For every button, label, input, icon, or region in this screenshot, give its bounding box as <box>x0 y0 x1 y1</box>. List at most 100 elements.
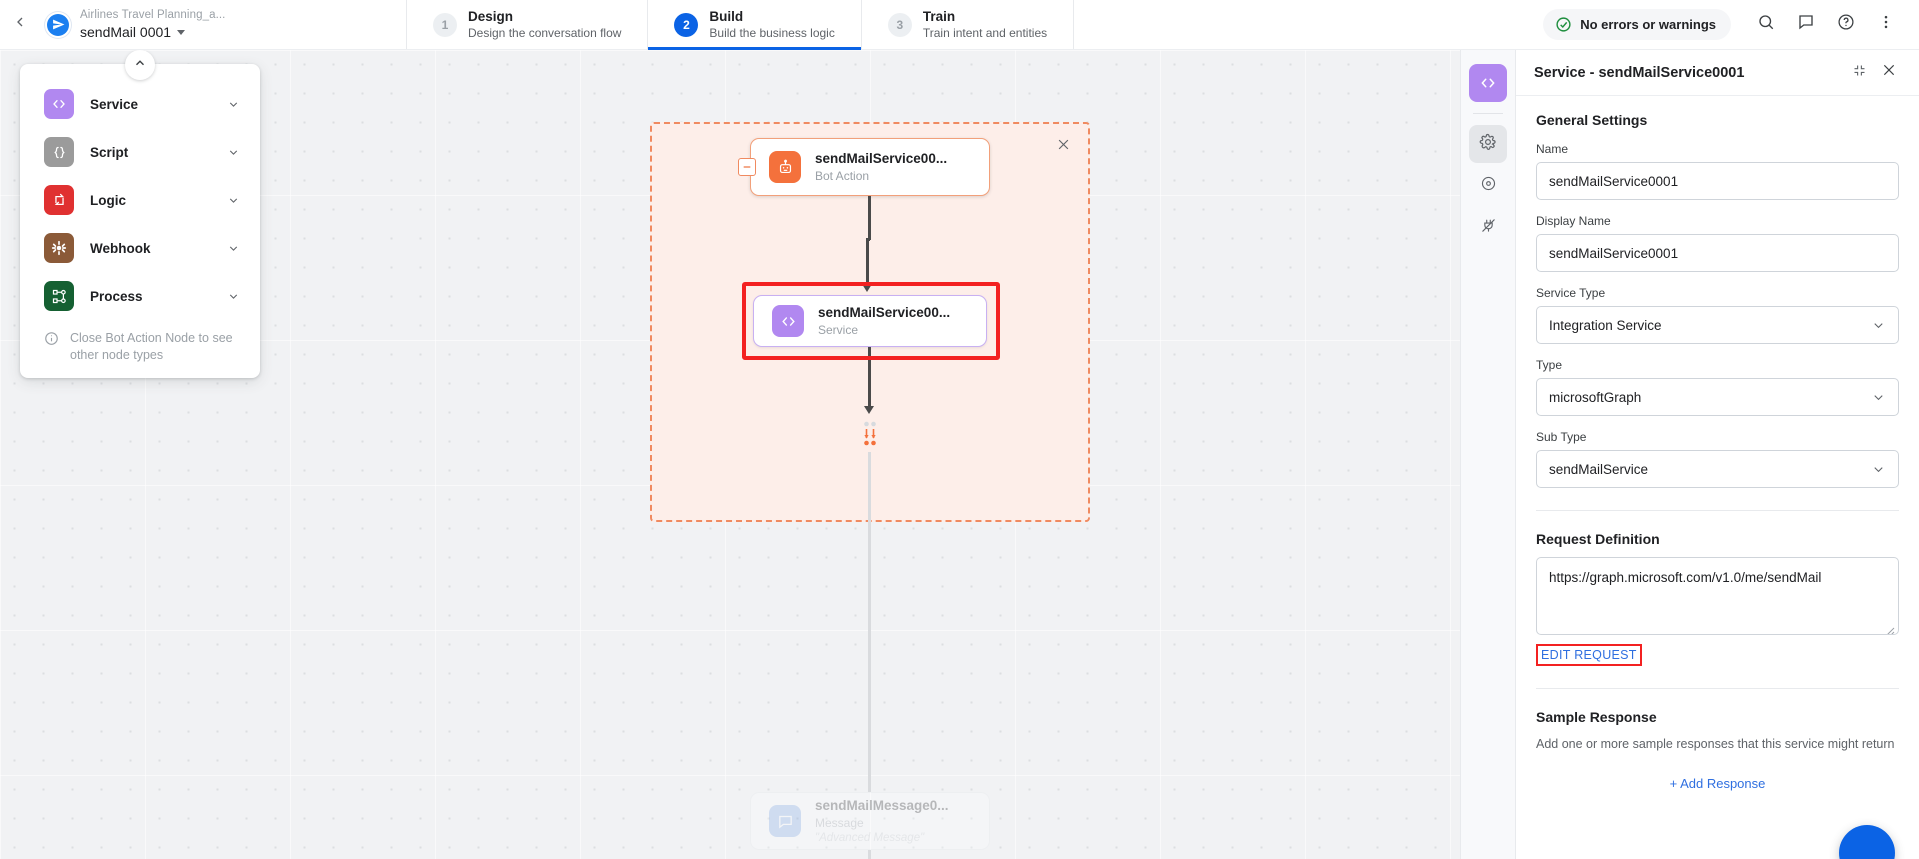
palette-item-logic[interactable]: Logic <box>20 176 260 224</box>
node-type-palette: Service Script <box>20 50 260 378</box>
palette-item-service[interactable]: Service <box>20 80 260 128</box>
sub-type-select[interactable]: sendMailService <box>1536 450 1899 488</box>
breadcrumb: Airlines Travel Planning_a... sendMail 0… <box>76 0 306 49</box>
connection-tab[interactable] <box>1469 209 1507 247</box>
step-number: 2 <box>674 12 699 37</box>
flow-node-bot-action[interactable]: sendMailService00... Bot Action <box>738 138 990 196</box>
flow-name-label: sendMail 0001 <box>80 24 172 40</box>
help-button[interactable] <box>1827 6 1865 44</box>
close-panel-button[interactable] <box>1874 58 1904 88</box>
palette-item-process[interactable]: Process <box>20 272 260 320</box>
edit-request-button[interactable]: EDIT REQUEST <box>1536 644 1642 666</box>
name-input[interactable]: sendMailService0001 <box>1536 162 1899 200</box>
connector-segment <box>866 238 870 241</box>
panel-header: Service - sendMailService0001 <box>1516 50 1919 96</box>
node-quote: "Advanced Message" <box>815 831 925 844</box>
flow-name-dropdown[interactable]: sendMail 0001 <box>80 23 306 41</box>
settings-tab[interactable] <box>1469 125 1507 163</box>
node-title: sendMailService00... <box>815 151 948 166</box>
palette-item-label: Process <box>90 288 143 304</box>
field-sub-type: Sub Type sendMailService <box>1536 430 1899 488</box>
more-vertical-icon <box>1877 13 1895 36</box>
request-definition-textarea[interactable]: https://graph.microsoft.com/v1.0/me/send… <box>1536 557 1899 635</box>
collapse-palette-button[interactable] <box>125 50 155 80</box>
back-button[interactable] <box>0 0 40 49</box>
rail-divider <box>1473 113 1503 114</box>
connector-segment <box>868 452 871 792</box>
chevron-down-icon[interactable] <box>227 242 240 255</box>
request-definition-value: https://graph.microsoft.com/v1.0/me/send… <box>1549 570 1822 585</box>
step-number: 3 <box>887 12 912 37</box>
display-name-input[interactable]: sendMailService0001 <box>1536 234 1899 272</box>
step-number: 1 <box>433 12 457 37</box>
close-group-button[interactable] <box>1052 136 1074 158</box>
service-node-icon[interactable] <box>1469 64 1507 102</box>
sample-response-hint: Add one or more sample responses that th… <box>1536 737 1895 751</box>
add-node-stub[interactable] <box>857 420 883 453</box>
tab-build[interactable]: 2 Build Build the business logic <box>647 0 862 50</box>
field-display-name: Display Name sendMailService0001 <box>1536 214 1899 272</box>
tab-design[interactable]: 1 Design Design the conversation flow <box>406 0 647 49</box>
node-subtitle: Service <box>818 323 859 337</box>
palette-item-webhook[interactable]: Webhook <box>20 224 260 272</box>
collapse-node-button[interactable] <box>738 158 756 176</box>
palette-item-label: Logic <box>90 192 126 208</box>
collapse-panel-button[interactable] <box>1844 58 1874 88</box>
connector-segment <box>866 240 869 286</box>
chevron-down-icon[interactable] <box>227 194 240 207</box>
section-divider <box>1536 688 1899 689</box>
code-icon <box>44 89 74 119</box>
palette-hint-text: Close Bot Action Node to see other node … <box>70 331 233 362</box>
field-service-type: Service Type Integration Service <box>1536 286 1899 344</box>
node-title: sendMailMessage0... <box>815 797 949 813</box>
debug-tab[interactable] <box>1469 167 1507 205</box>
panel-icon-rail <box>1460 50 1515 859</box>
more-options-button[interactable] <box>1867 6 1905 44</box>
field-name: Name sendMailService0001 <box>1536 142 1899 200</box>
properties-panel: Service - sendMailService0001 General Se… <box>1515 50 1919 859</box>
request-definition-heading: Request Definition <box>1536 531 1660 547</box>
section-divider <box>1536 510 1899 511</box>
webhook-icon <box>44 233 74 263</box>
palette-item-script[interactable]: Script <box>20 128 260 176</box>
chevron-down-icon <box>1871 462 1886 477</box>
type-select[interactable]: microsoftGraph <box>1536 378 1899 416</box>
comment-icon <box>1797 13 1815 36</box>
connector-arrow <box>864 406 874 414</box>
chevron-down-icon <box>177 29 186 35</box>
search-button[interactable] <box>1747 6 1785 44</box>
palette-hint: Close Bot Action Node to see other node … <box>20 320 260 366</box>
node-subtitle: Bot Action <box>815 169 870 183</box>
general-settings-heading: General Settings <box>1536 112 1648 128</box>
step-subtitle: Train intent and entities <box>922 26 1048 40</box>
field-label: Name <box>1536 142 1569 156</box>
flow-node-message[interactable]: sendMailMessage0... Message "Advanced Me… <box>750 792 990 850</box>
node-title: sendMailService00... <box>818 305 951 320</box>
chevron-down-icon[interactable] <box>227 146 240 159</box>
panel-title: Service - sendMailService0001 <box>1534 64 1745 81</box>
app-logo <box>40 0 76 49</box>
add-response-button[interactable]: + Add Response <box>1669 776 1766 791</box>
tab-train[interactable]: 3 Train Train intent and entities <box>860 0 1075 49</box>
status-badge: No errors or warnings <box>1543 9 1731 40</box>
minus-icon <box>742 160 752 174</box>
plug-icon <box>1480 217 1497 239</box>
connector-arrow <box>861 284 872 292</box>
search-icon <box>1757 13 1775 36</box>
service-type-select[interactable]: Integration Service <box>1536 306 1899 344</box>
braces-icon <box>44 137 74 167</box>
flow-canvas[interactable]: sendMailService00... Bot Action sendMail… <box>0 50 1462 859</box>
step-title: Build <box>709 9 744 24</box>
step-subtitle: Build the business logic <box>709 26 835 40</box>
flow-node-service[interactable]: sendMailService00... Service <box>753 295 987 347</box>
node-subtitle: Message <box>815 815 864 830</box>
chevron-down-icon[interactable] <box>227 290 240 303</box>
chevron-down-icon[interactable] <box>227 98 240 111</box>
panel-body[interactable]: General Settings Name sendMailService000… <box>1516 96 1919 859</box>
connector-segment <box>868 850 871 859</box>
connector-segment <box>868 196 871 240</box>
sample-response-heading: Sample Response <box>1536 709 1657 725</box>
comments-button[interactable] <box>1787 6 1825 44</box>
topbar-actions: No errors or warnings <box>1543 0 1919 49</box>
